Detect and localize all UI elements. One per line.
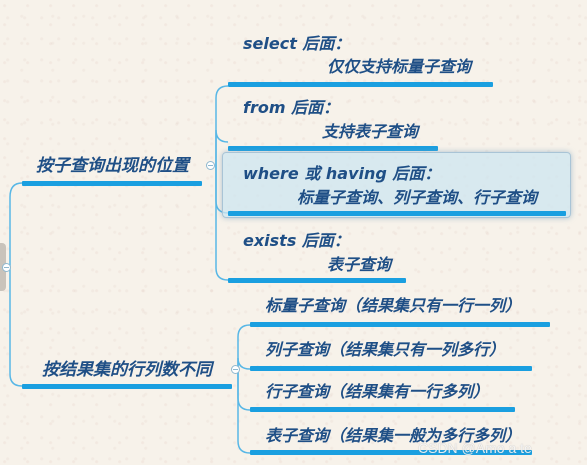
cat2-bracket-3	[237, 372, 251, 411]
leaf-scalar[interactable]: 标量子查询（结果集只有一行一列）	[265, 296, 522, 315]
leaf-head-exists[interactable]: exists 后面：	[243, 231, 350, 250]
category-label-rowcol[interactable]: 按结果集的行列数不同	[42, 360, 212, 380]
root-spine-lower	[9, 197, 23, 387]
leaf-underline	[228, 82, 493, 87]
category-collapse-icon[interactable]	[231, 365, 240, 374]
leaf-head-from[interactable]: from 后面：	[243, 98, 340, 117]
leaf-head-select[interactable]: select 后面：	[243, 34, 351, 53]
root-spine	[9, 182, 23, 198]
leaf-underline	[228, 278, 406, 283]
leaf-row[interactable]: 行子查询（结果集有一行多列）	[265, 382, 490, 401]
cat2-bracket-4	[237, 372, 251, 454]
leaf-underline	[228, 211, 566, 216]
selected-node-highlight	[222, 152, 571, 218]
leaf-body-select[interactable]: 仅仅支持标量子查询	[327, 57, 472, 76]
category-underline	[22, 384, 232, 389]
leaf-body-exists[interactable]: 表子查询	[327, 255, 392, 274]
category-collapse-icon[interactable]	[206, 161, 215, 170]
leaf-underline	[250, 366, 532, 371]
leaf-column[interactable]: 列子查询（结果集只有一列多行）	[265, 340, 506, 359]
leaf-body-where[interactable]: 标量子查询、列子查询、行子查询	[297, 188, 538, 207]
leaf-underline	[250, 407, 515, 412]
leaf-table[interactable]: 表子查询（结果集一般为多行多列）	[265, 426, 522, 445]
cat2-bracket-2	[237, 357, 251, 372]
leaf-head-where[interactable]: where 或 having 后面：	[243, 164, 441, 183]
leaf-underline	[250, 322, 550, 327]
cat1-bracket-2	[215, 129, 229, 166]
cat1-bracket	[215, 85, 229, 166]
category-label-position[interactable]: 按子查询出现的位置	[36, 156, 189, 176]
watermark: CSDN @Amo a te	[418, 440, 532, 456]
category-underline	[22, 181, 202, 186]
cat2-bracket	[237, 324, 251, 372]
leaf-underline	[250, 450, 532, 455]
leaf-body-from[interactable]: 支持表子查询	[322, 122, 419, 141]
cat1-bracket-4	[215, 166, 229, 281]
leaf-underline	[228, 146, 438, 151]
root-collapse-icon[interactable]	[2, 263, 11, 272]
